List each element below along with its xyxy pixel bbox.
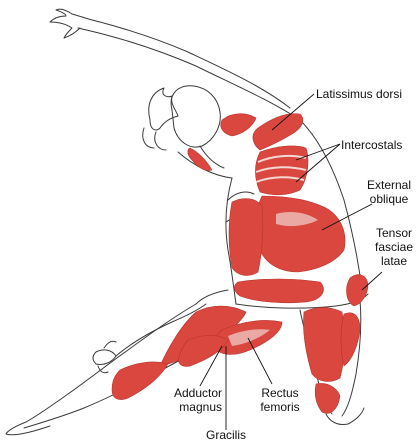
gracilis-muscle xyxy=(178,335,229,367)
latissimus-dorsi-muscle xyxy=(252,113,304,151)
label-latissimus-dorsi: Latissimus dorsi xyxy=(316,87,403,101)
back-leg-top xyxy=(25,303,197,423)
deltoid-muscle xyxy=(220,113,257,137)
leader-intercostals-1 xyxy=(295,143,341,161)
lower-hand xyxy=(92,349,117,365)
tensor-fasciae-latae-muscle xyxy=(346,274,369,307)
label-external-oblique: External oblique xyxy=(366,178,412,206)
leader-rectus-femoris xyxy=(247,337,273,385)
calf-muscle xyxy=(111,361,169,400)
front-foot xyxy=(325,407,365,425)
ribs xyxy=(255,154,307,183)
torso-front xyxy=(225,177,237,305)
external-oblique-muscle xyxy=(255,195,346,273)
lower-oblique-muscle xyxy=(234,278,324,304)
hair xyxy=(148,87,179,131)
leader-external-oblique xyxy=(321,203,373,231)
label-intercostals: Intercostals xyxy=(341,138,403,152)
head xyxy=(170,85,221,148)
leader-tensor-fasciae-latae xyxy=(361,271,383,291)
rectus-abdominis-muscle xyxy=(228,198,264,276)
front-quad-muscle xyxy=(303,307,346,382)
leader-intercostals-2 xyxy=(295,143,341,183)
label-gracilis: Gracilis xyxy=(206,428,247,442)
leader-adductor-magnus xyxy=(199,345,223,387)
leader-lines xyxy=(199,93,383,430)
raised-hand xyxy=(49,8,81,39)
muscles xyxy=(111,113,369,414)
front-shin-muscle xyxy=(314,383,341,414)
label-tensor-fasciae-latae: Tensor fasciae latae xyxy=(374,226,414,268)
torso-back xyxy=(299,119,363,291)
raised-arm xyxy=(71,13,291,109)
leader-latissimus-dorsi xyxy=(271,93,315,131)
neck-muscle xyxy=(187,147,213,171)
label-rectus-femoris: Rectus femoris xyxy=(260,386,300,414)
back-foot xyxy=(5,421,51,436)
label-adductor-magnus: Adductor magnus xyxy=(173,386,222,414)
